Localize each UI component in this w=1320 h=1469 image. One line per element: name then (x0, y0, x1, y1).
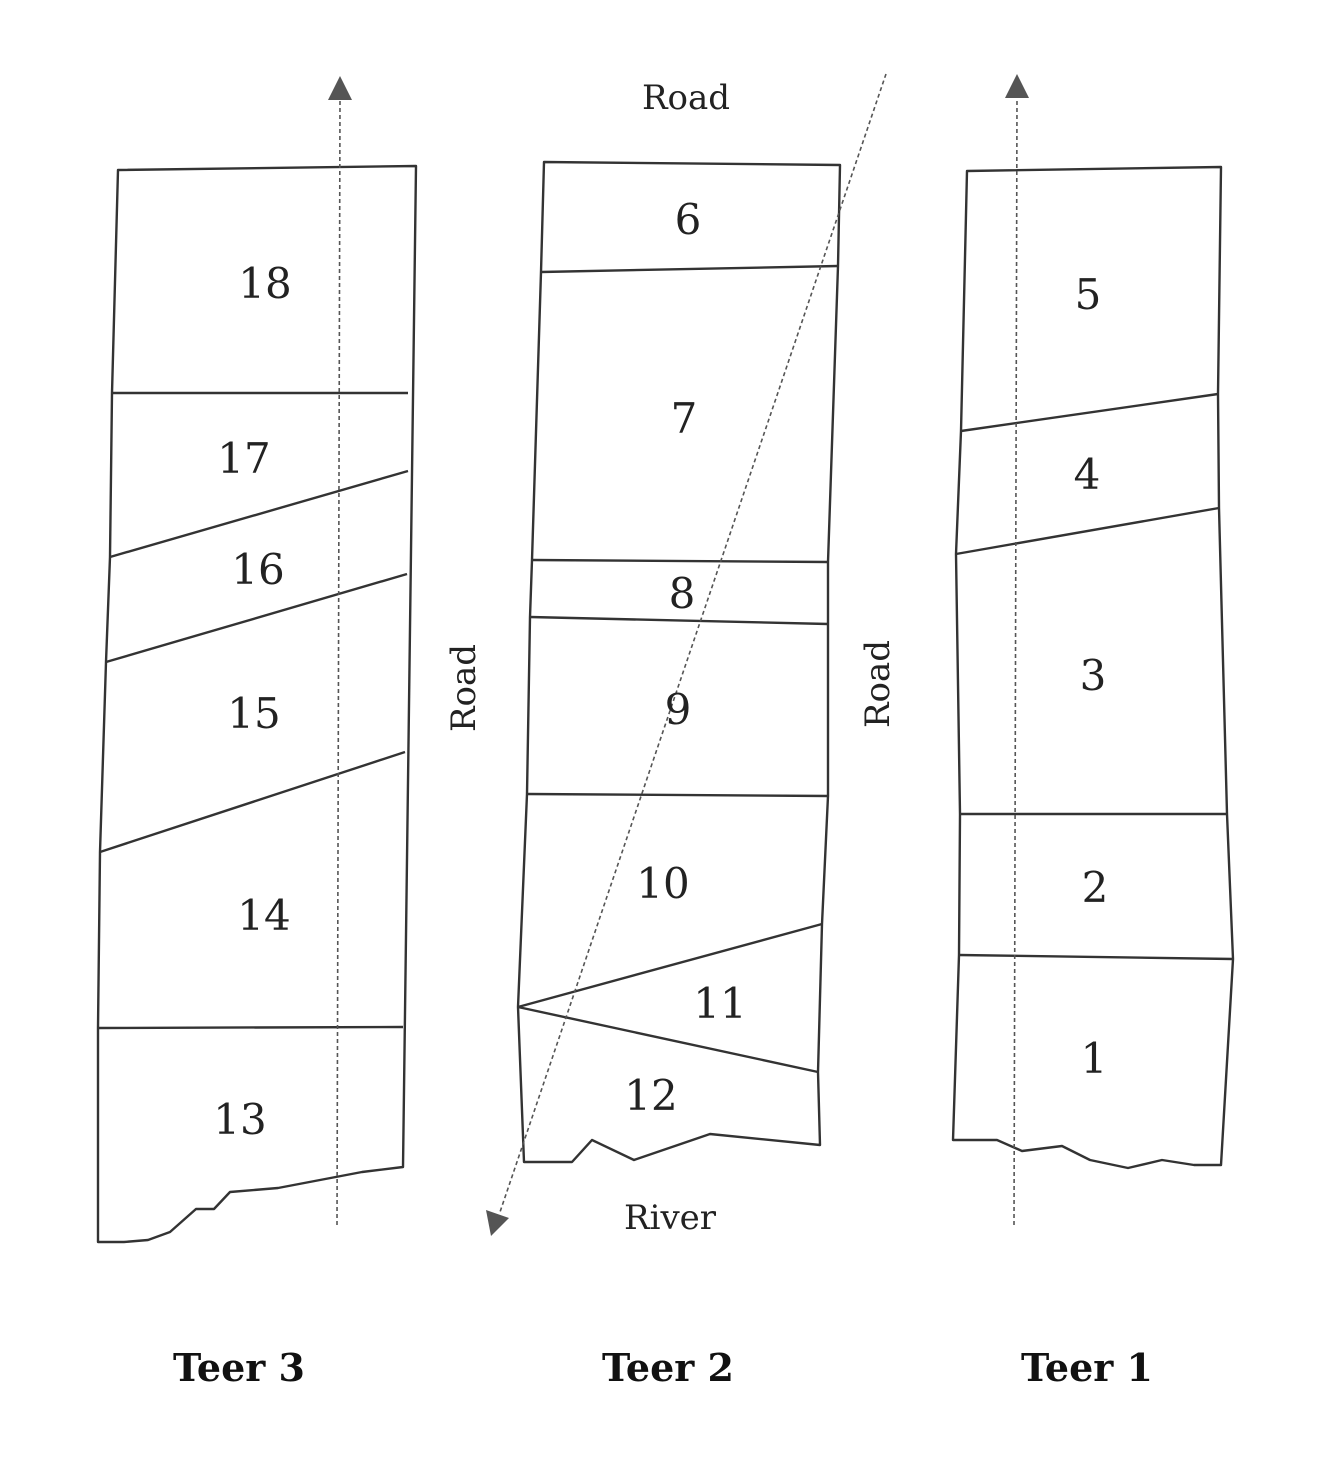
boundary-9-10 (526, 792, 829, 798)
teer-3-arrow-head (328, 76, 352, 100)
road-right-label: Road (858, 640, 898, 728)
lot-1-label: 1 (1081, 1034, 1108, 1083)
lot-9-label: 9 (665, 685, 692, 734)
lot-11-label: 11 (693, 979, 746, 1028)
teer-2-direction-line (499, 73, 887, 1213)
lot-17-label: 17 (217, 434, 270, 483)
road-left-label: Road (444, 644, 484, 732)
boundary-11-12 (517, 1005, 819, 1074)
lot-6-label: 6 (675, 195, 702, 244)
teer-3-title: Teer 3 (173, 1345, 305, 1390)
lot-14-label: 14 (237, 891, 290, 940)
teer-1-outline (951, 165, 1235, 1170)
lot-8-label: 8 (669, 569, 696, 618)
boundary-14-13 (97, 1025, 404, 1030)
lot-2-label: 2 (1082, 863, 1109, 912)
boundary-8-9 (529, 615, 829, 626)
lot-13-label: 13 (213, 1095, 266, 1144)
boundary-5-4 (960, 392, 1219, 433)
teer-3-outline (96, 164, 418, 1244)
teer-2-arrow-head (486, 1210, 509, 1236)
teer-3-direction-line (336, 99, 341, 1226)
teer-1-direction-line (1013, 97, 1018, 1226)
lot-12-label: 12 (624, 1071, 677, 1120)
teer-2-title: Teer 2 (602, 1345, 734, 1390)
boundary-7-8 (531, 558, 829, 564)
boundary-2-1 (958, 953, 1234, 961)
boundary-17-16 (109, 469, 409, 559)
boundary-6-7 (540, 264, 839, 274)
lot-10-label: 10 (636, 859, 689, 908)
lot-16-label: 16 (231, 545, 284, 594)
river-label: River (624, 1198, 717, 1238)
lot-4-label: 4 (1074, 450, 1101, 499)
teer-3-column: 18 17 16 15 14 13 (96, 76, 418, 1244)
boundary-15-14 (99, 750, 406, 854)
teer-1-title: Teer 1 (1021, 1345, 1153, 1390)
lot-3-label: 3 (1080, 651, 1107, 700)
teer-1-column: 5 4 3 2 1 (951, 74, 1235, 1226)
boundary-4-3 (955, 506, 1220, 556)
boundary-16-15 (105, 572, 408, 664)
boundary-10-11 (517, 922, 823, 1009)
teer-2-outline (516, 160, 842, 1164)
lot-7-label: 7 (671, 394, 698, 443)
lot-5-label: 5 (1075, 270, 1102, 319)
teer-1-arrow-head (1005, 74, 1029, 98)
lot-18-label: 18 (238, 259, 291, 308)
road-top-label: Road (642, 78, 730, 118)
teer-2-column: 6 7 8 9 10 11 12 (486, 73, 887, 1236)
lot-15-label: 15 (227, 689, 280, 738)
